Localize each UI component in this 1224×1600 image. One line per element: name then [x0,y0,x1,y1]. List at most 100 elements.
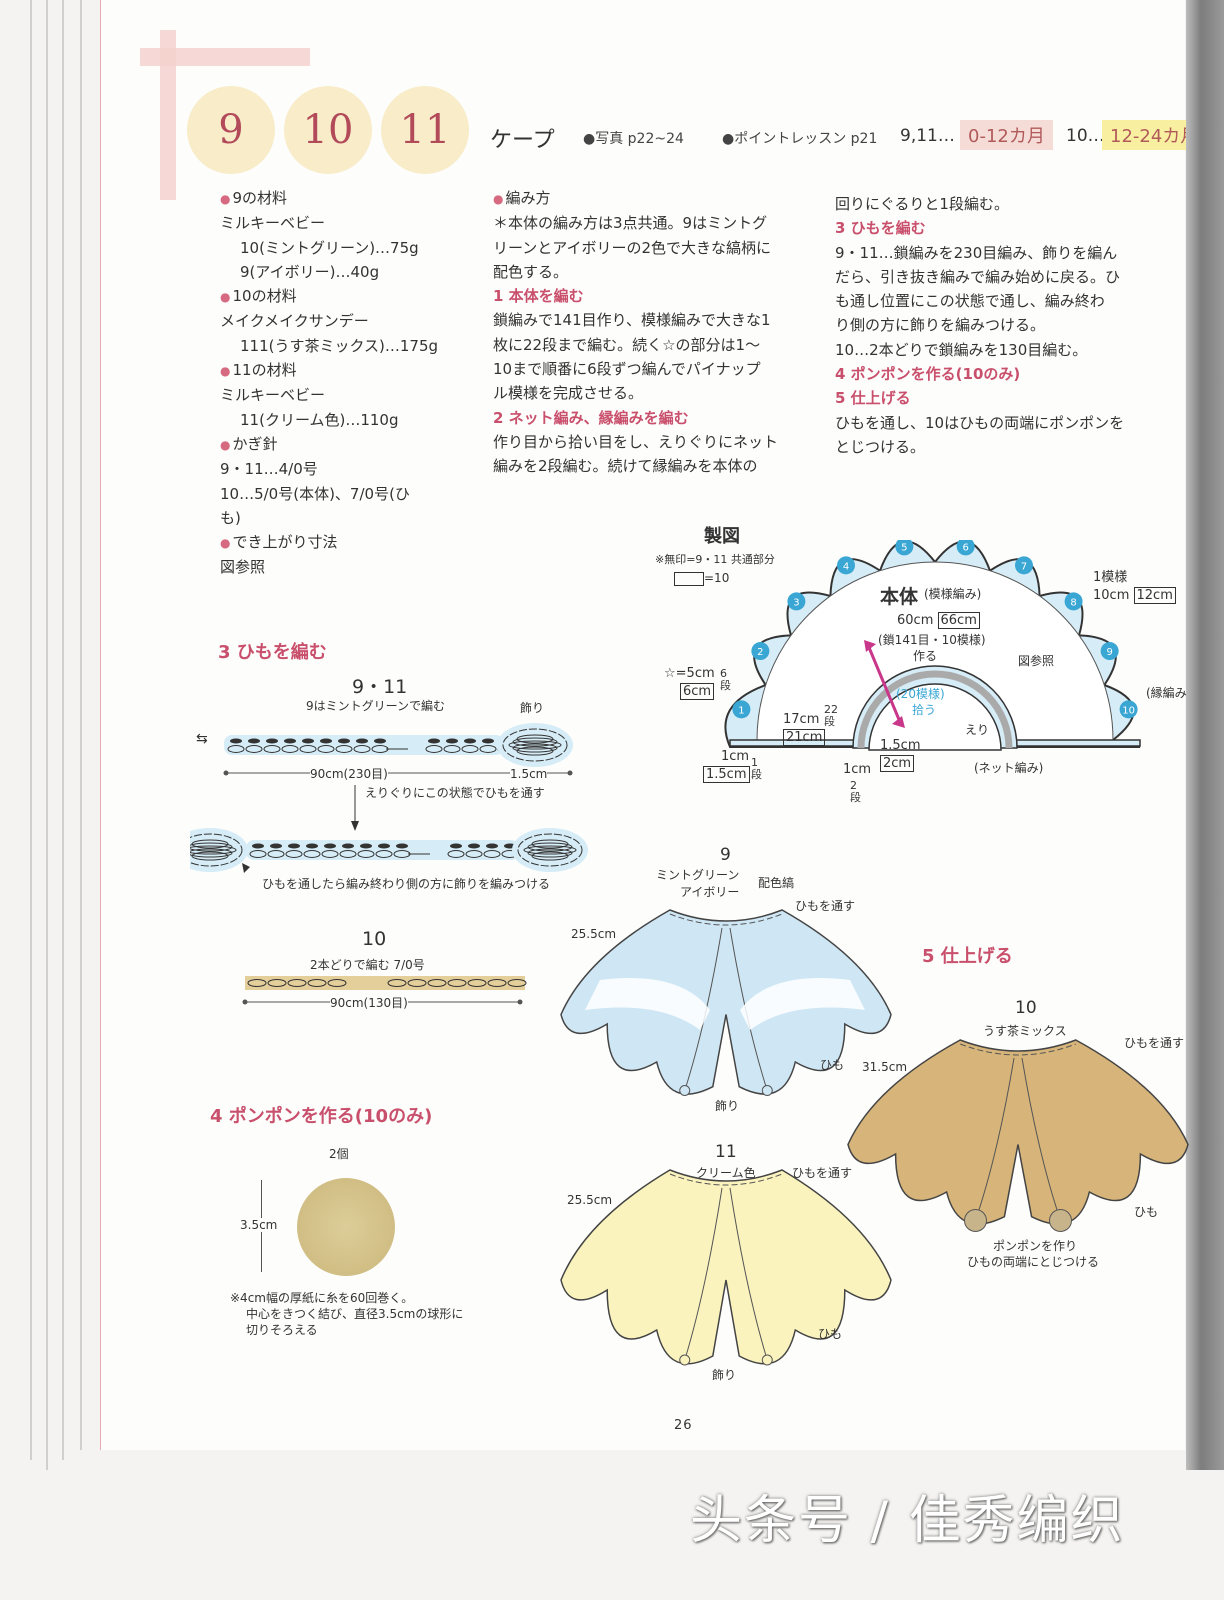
slip-stitch [324,843,336,849]
cord-decoration [679,1085,691,1096]
pattern-repeat-number: 3 [793,597,799,608]
decoration-stitch [191,851,229,861]
tie-cord [1021,1057,1061,1221]
cord-10-background [245,976,525,990]
text-line: 111(うす茶ミックス)…175g [240,336,439,355]
pompom-count: 2個 [329,1147,349,1161]
pattern-size-10: 12cm [1133,587,1176,604]
page-title: ケープ [490,128,555,153]
neckline-cord [669,913,783,926]
cord-911-note: 9はミントグリーンで編む [306,699,446,713]
slip-stitch [248,738,260,744]
chain-stitch [245,745,263,753]
method-column: 編み方＊本体の編み方は3点共通。9はミントグリーンとアイボリーの2色で大きな縞柄… [493,186,778,479]
ribbon-decoration [160,30,176,200]
pattern-repeat-number-icon [1014,556,1033,575]
neck-size-10: 2cm [880,755,915,772]
text-line: リーンとアイボリーの2色で大きな縞柄に [493,238,772,257]
chart-note: ※無印=9・11 共通部分 [655,553,775,566]
decoration-outline [517,833,583,867]
arrow-head-icon [864,640,876,652]
bullet-heading: でき上がり寸法 [220,530,438,555]
tie-cord [975,1057,1015,1221]
pattern-number: 10 [284,86,372,174]
chain-stitch [467,979,487,987]
section-heading-cord: 3 ひもを編む [218,642,327,663]
age-badge-911: 0-12カ月 [960,120,1053,150]
pick-label: 拾う [912,703,937,717]
bullet-heading: 11の材料 [220,358,438,383]
text-line: 配色する。 [493,262,569,281]
text-line: も) [220,508,241,527]
chain-stitch [339,850,357,858]
pattern-repeat-number: 8 [1070,597,1076,608]
pattern-repeat-number-icon [751,642,770,661]
step-heading: 4 ポンポンを作る(10のみ) [835,365,1021,384]
cord-decoration [679,1354,691,1366]
pattern-repeat-number: 4 [843,561,849,572]
chain-stitch [483,850,501,858]
chain-stitch [357,850,375,858]
text-line: 9・11…4/0号 [220,460,318,479]
make-label: 作る [913,649,938,663]
text-line: ひもを通し、10はひもの両端にポンポンを [835,413,1125,432]
pompom-note: 切りそろえる [246,1323,318,1337]
text-line: 9(アイボリー)…40g [240,262,380,281]
chain-stitch [461,745,479,753]
pattern-repeat-number: 2 [757,647,763,658]
text-line: 作り目から拾い目をし、えりぐりにネット [493,432,779,451]
chain-stitch [407,979,427,987]
cape-11-number: 11 [715,1142,737,1162]
page-edge [100,0,101,1450]
cape-9-color1: ミントグリーン [656,868,740,882]
decoration-background [512,828,588,872]
cape-9-thread: ひもを通す [795,899,856,913]
page-edge [46,0,48,1470]
decoration-stitch [527,842,573,852]
cord-10-note: 2本どりで編む 7/0号 [310,958,425,972]
slip-stitch [270,843,282,849]
cord-10-length: 90cm(130目) [330,996,408,1010]
pattern-repeat-number-icon [895,540,914,556]
text-line: り側の方に飾りを編みつける。 [835,316,1046,335]
pattern-number: 9 [187,86,275,174]
top-size-10: 66cm [937,612,980,629]
page-edge [30,0,32,1460]
text-line: 10…2本どりで鎖編みを130目編む。 [835,340,1088,359]
slip-stitch [464,738,476,744]
down-arrow-head-icon [351,821,359,831]
slip-stitch [284,738,296,744]
decoration-stitch [523,845,577,855]
chain-stitch [247,979,267,987]
slip-stitch [450,843,462,849]
body-sublabel: (模様編み) [924,587,982,601]
text-line: 10(ミントグリーン)…75g [240,238,419,257]
text-line: 10まで順番に6段ずつ編んでパイナップ [493,360,761,379]
cape-10-color: うす茶ミックス [983,1024,1067,1038]
tie-cord [729,1187,768,1361]
decoration-outline [502,728,568,762]
chain-stitch [447,979,467,987]
dimension-dot [567,770,573,776]
pattern-repeat-number: 7 [1021,561,1027,572]
text-line: 10…5/0号(本体)、7/0号(ひ [220,484,410,503]
age-label-10: 10… [1066,126,1105,146]
slip-stitch [378,843,390,849]
text-line: ＊本体の編み方は3点共通。9はミントグ [493,214,768,233]
pompom [964,1209,987,1232]
cord-diagram: ⇆ [190,723,588,873]
page-edge [80,0,82,1450]
side-size: 17cm [783,712,820,727]
chain-stitch [387,979,407,987]
cord-decoration [761,1354,773,1366]
text-line: ル模様を完成させる。 [493,384,644,403]
bottom-size: 1cm [721,749,750,764]
chain-stitch [425,745,443,753]
mid-size: 1cm [843,762,872,777]
chain-stitch [317,745,335,753]
stripe [740,978,865,1030]
cape-11-length: 25.5cm [567,1193,613,1207]
chain-stitch [287,979,307,987]
